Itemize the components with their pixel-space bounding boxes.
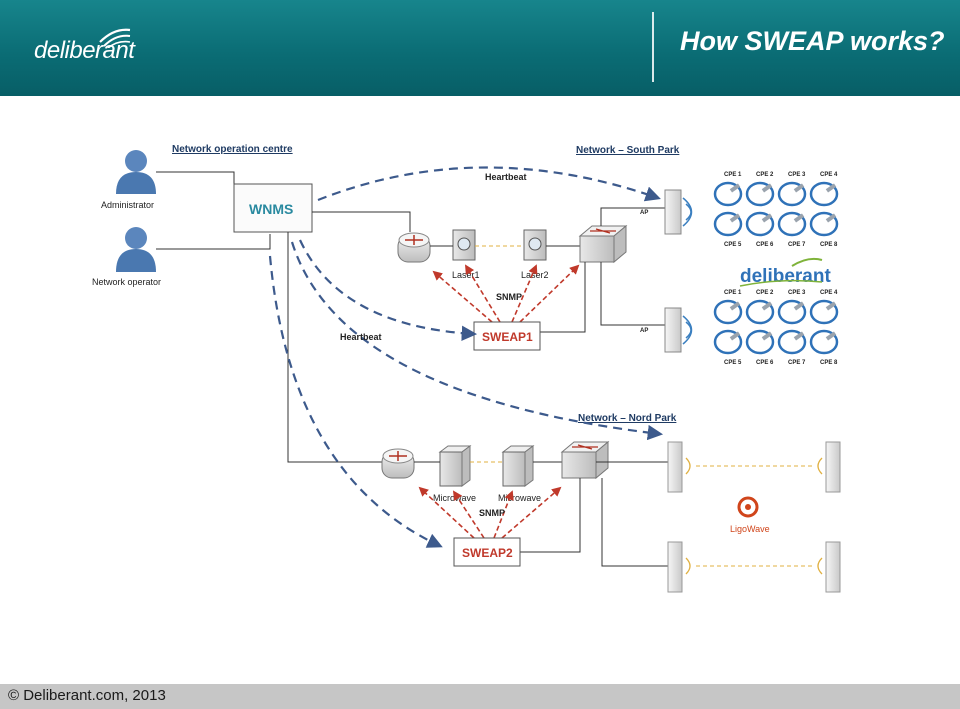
cpe-label: CPE 8 — [820, 242, 838, 248]
wnms-server — [233, 183, 313, 233]
wnms-router1-link — [312, 211, 411, 232]
sweap1-switch-link — [540, 262, 586, 333]
heartbeat-arrow-sweap2 — [268, 255, 443, 548]
deliberant-swoosh-icon — [791, 257, 823, 267]
sweap2-label: SWEAP2 — [462, 546, 513, 560]
switch-nord-link-bottom — [601, 478, 668, 567]
heartbeat-arrow-sweap1 — [299, 239, 478, 341]
south-park-label: Network – South Park — [576, 145, 680, 156]
router-south — [397, 232, 431, 263]
cpe-label: CPE 5 — [724, 242, 742, 248]
snmp-arrow — [511, 264, 538, 323]
ap-bottom-antenna — [664, 307, 693, 353]
page-title: How SWEAP works? — [680, 26, 945, 56]
snmp-arrow — [432, 270, 493, 323]
cpe-label: CPE 4 — [820, 290, 838, 296]
operator-link — [156, 234, 271, 250]
ptp-antenna-right-bottom — [817, 541, 841, 593]
cpe-grid-bottom: CPE 1 CPE 2 CPE 3 CPE 4 CPE 5 CPE 6 CPE … — [713, 290, 839, 366]
cpe-grid-top: CPE 1 CPE 2 CPE 3 CPE 4 CPE 5 CPE 6 CPE … — [713, 172, 839, 248]
laser2-label: Laser2 — [521, 270, 549, 280]
laser1-device — [452, 229, 476, 261]
snmp-arrow — [418, 486, 475, 539]
nord-park-label: Network – Nord Park — [578, 413, 677, 424]
heartbeat-label-left: Heartbeat — [340, 332, 382, 342]
sweap2-switch-link — [520, 478, 581, 553]
switch-nord — [560, 440, 610, 480]
sweap2-box — [453, 537, 521, 567]
microwave2-device — [501, 445, 535, 487]
cpe-label: CPE 6 — [756, 242, 774, 248]
cpe-label: CPE 3 — [788, 290, 806, 296]
router-nord — [381, 448, 415, 479]
ligowave-logo-icon — [737, 496, 759, 518]
cpe-label: CPE 6 — [756, 360, 774, 366]
ap-top-antenna — [664, 189, 693, 235]
footer-bar: © Deliberant.com, 2013 — [0, 684, 960, 709]
header-bar: deliberant How SWEAP works? — [0, 0, 960, 96]
microwave1-device — [438, 445, 472, 487]
cpe-label: CPE 1 — [724, 290, 742, 296]
administrator-icon — [116, 150, 156, 194]
wnms-label: WNMS — [249, 201, 293, 217]
sweap1-box — [473, 321, 541, 351]
cpe-label: CPE 3 — [788, 172, 806, 178]
cpe-label: CPE 5 — [724, 360, 742, 366]
administrator-label: Administrator — [101, 200, 154, 210]
snmp-arrow — [452, 490, 485, 539]
laser2-device — [523, 229, 547, 261]
switch-south — [578, 224, 628, 264]
snmp-arrow — [501, 486, 562, 539]
header-divider — [652, 12, 654, 82]
snmp-label-nord: SNMP — [479, 508, 505, 518]
noc-label: Network operation centre — [172, 144, 293, 155]
network-operator-icon — [116, 227, 156, 272]
ap-top-label: AP — [640, 210, 648, 216]
ptp-antenna-left-top — [667, 441, 691, 493]
copyright-text: © Deliberant.com, 2013 — [8, 687, 166, 704]
cpe-label: CPE 4 — [820, 172, 838, 178]
switch-ap-bottom-link — [600, 262, 665, 326]
logo-swoosh-icon — [96, 24, 136, 48]
snmp-arrow — [519, 264, 580, 323]
microwave2-label: Microwave — [498, 493, 541, 503]
laser1-label: Laser1 — [452, 270, 480, 280]
cpe-label: CPE 7 — [788, 360, 806, 366]
network-operator-label: Network operator — [92, 277, 161, 287]
heartbeat-label-top: Heartbeat — [485, 172, 527, 182]
wnms-router2-link — [287, 232, 384, 463]
ptp-antenna-left-bottom — [667, 541, 691, 593]
deliberant-logo: deliberant — [34, 37, 135, 64]
sweap1-label: SWEAP1 — [482, 330, 533, 344]
network-diagram: Network operation centre Network – South… — [92, 144, 841, 593]
ap-bottom-label: AP — [640, 328, 648, 334]
cpe-label: CPE 1 — [724, 172, 742, 178]
ptp-antenna-right-top — [817, 441, 841, 493]
snmp-label-south: SNMP — [496, 292, 522, 302]
ligowave-logo: LigoWave — [730, 524, 770, 534]
heartbeat-arrow-south — [317, 166, 661, 202]
microwave1-label: Microwave — [433, 493, 476, 503]
snmp-arrow — [493, 490, 514, 539]
switch-ap-top-link — [600, 207, 665, 226]
cpe-label: CPE 2 — [756, 172, 774, 178]
snmp-arrow — [465, 264, 501, 323]
cpe-label: CPE 7 — [788, 242, 806, 248]
admin-link — [156, 171, 235, 184]
cpe-label: CPE 2 — [756, 290, 774, 296]
cpe-label: CPE 8 — [820, 360, 838, 366]
